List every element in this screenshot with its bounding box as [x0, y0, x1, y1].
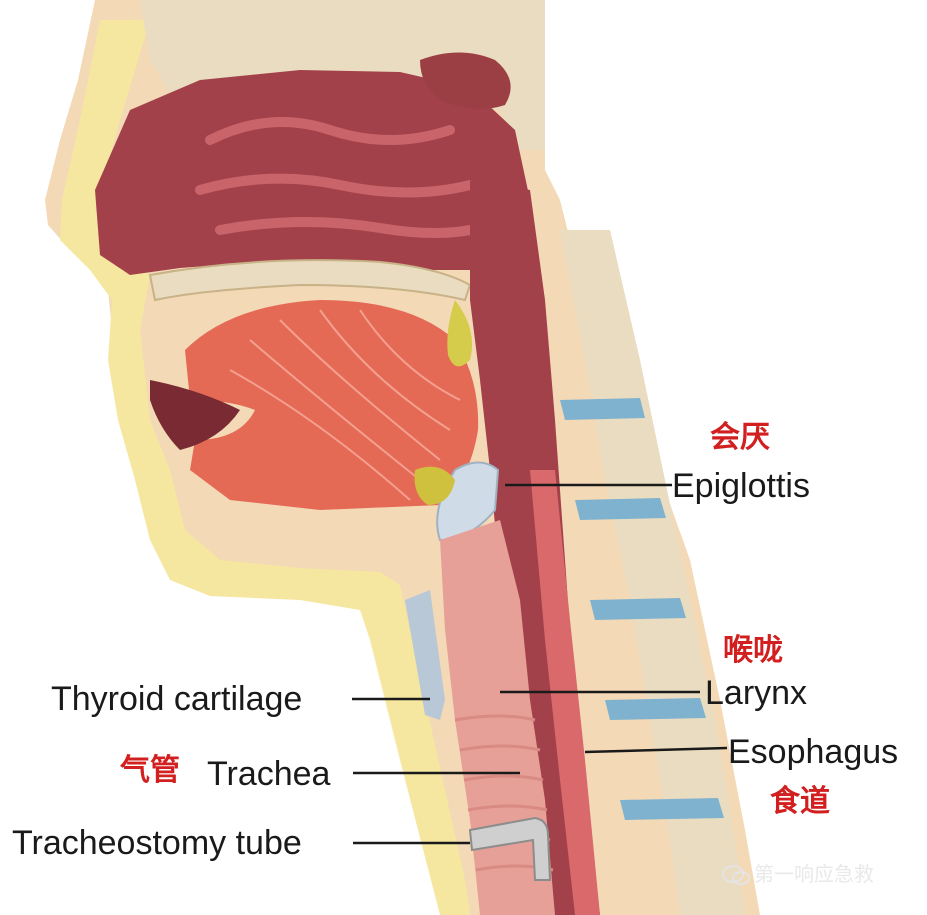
epiglottis-label-zh: 会厌	[710, 423, 770, 453]
esophagus-label: Esophagus	[728, 735, 898, 769]
epiglottis-label: Epiglottis	[672, 469, 810, 503]
trachea-label: Trachea	[207, 757, 330, 791]
esophagus-label-zh: 食道	[770, 787, 830, 817]
thyroid-cartilage-label: Thyroid cartilage	[51, 682, 302, 716]
larynx-label-zh: 喉咙	[723, 636, 783, 666]
tracheostomy-tube-label: Tracheostomy tube	[12, 826, 302, 860]
watermark-text: 第一响应急救	[754, 864, 874, 884]
watermark-logo-icon	[722, 862, 750, 888]
larynx-label: Larynx	[705, 676, 807, 710]
trachea-label-zh: 气管	[120, 756, 180, 786]
